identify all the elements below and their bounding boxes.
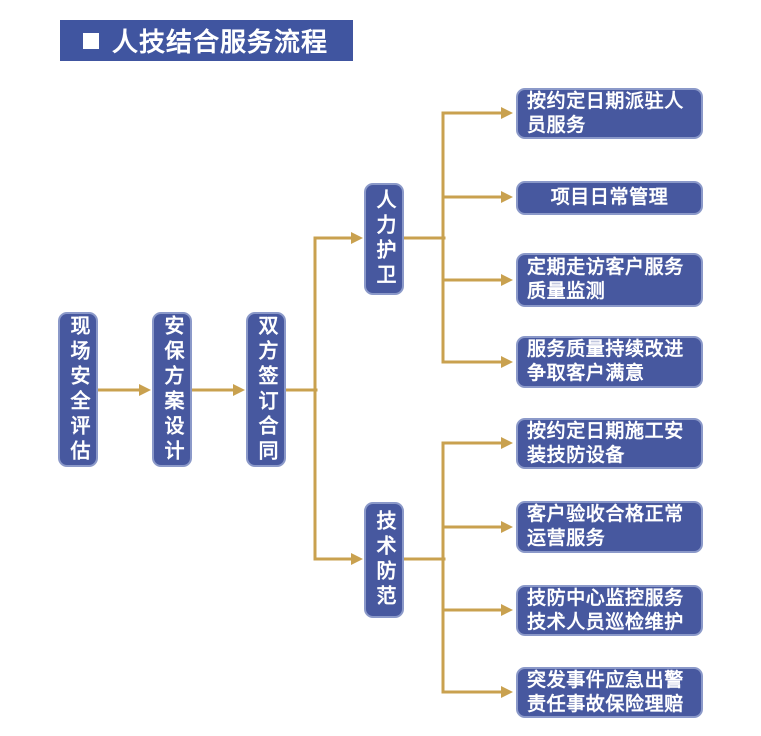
node-customer-acceptance: 客户验收合格正常运营服务 xyxy=(516,501,703,553)
node-label: 现场安全评估 xyxy=(67,314,89,465)
node-daily-project-management: 项目日常管理 xyxy=(516,181,703,215)
node-emergency-response-insurance: 突发事件应急出警责任事故保险理赔 xyxy=(516,667,703,718)
node-label: 按约定日期派驻人员服务 xyxy=(527,90,684,136)
node-sign-contract: 双方签订合同 xyxy=(246,312,286,467)
node-manpower-guard: 人力护卫 xyxy=(364,183,404,295)
node-label: 项目日常管理 xyxy=(550,187,669,208)
node-label: 技防中心监控服务技术人员巡检维护 xyxy=(527,587,684,633)
node-label: 突发事件应急出警责任事故保险理赔 xyxy=(527,669,684,715)
node-technical-prevention: 技术防范 xyxy=(364,502,404,618)
node-label: 双方签订合同 xyxy=(255,314,277,465)
node-dispatch-personnel: 按约定日期派驻人员服务 xyxy=(516,88,703,139)
manpower-trunk xyxy=(402,107,513,368)
branch-trunk xyxy=(313,232,363,565)
node-label: 按约定日期施工安装技防设备 xyxy=(527,420,684,466)
node-label: 客户验收合格正常运营服务 xyxy=(527,504,684,549)
node-install-equipment: 按约定日期施工安装技防设备 xyxy=(516,418,703,469)
node-monitoring-center-service: 技防中心监控服务技术人员巡检维护 xyxy=(516,585,703,636)
square-bullet-icon xyxy=(83,32,99,49)
title-banner: 人技结合服务流程 xyxy=(60,20,353,61)
node-label: 定期走访客户服务质量监测 xyxy=(527,257,684,302)
node-continuous-quality-improvement: 服务质量持续改进争取客户满意 xyxy=(516,336,703,388)
node-label: 安保方案设计 xyxy=(161,314,183,465)
node-label: 人力护卫 xyxy=(373,189,395,289)
node-label: 技术防范 xyxy=(373,510,395,610)
node-site-safety-assessment: 现场安全评估 xyxy=(58,312,98,467)
technical-trunk xyxy=(402,437,513,698)
page-title: 人技结合服务流程 xyxy=(112,27,329,57)
node-security-plan-design: 安保方案设计 xyxy=(152,312,192,467)
node-regular-customer-visits: 定期走访客户服务质量监测 xyxy=(516,253,703,307)
node-label: 服务质量持续改进争取客户满意 xyxy=(527,339,684,384)
